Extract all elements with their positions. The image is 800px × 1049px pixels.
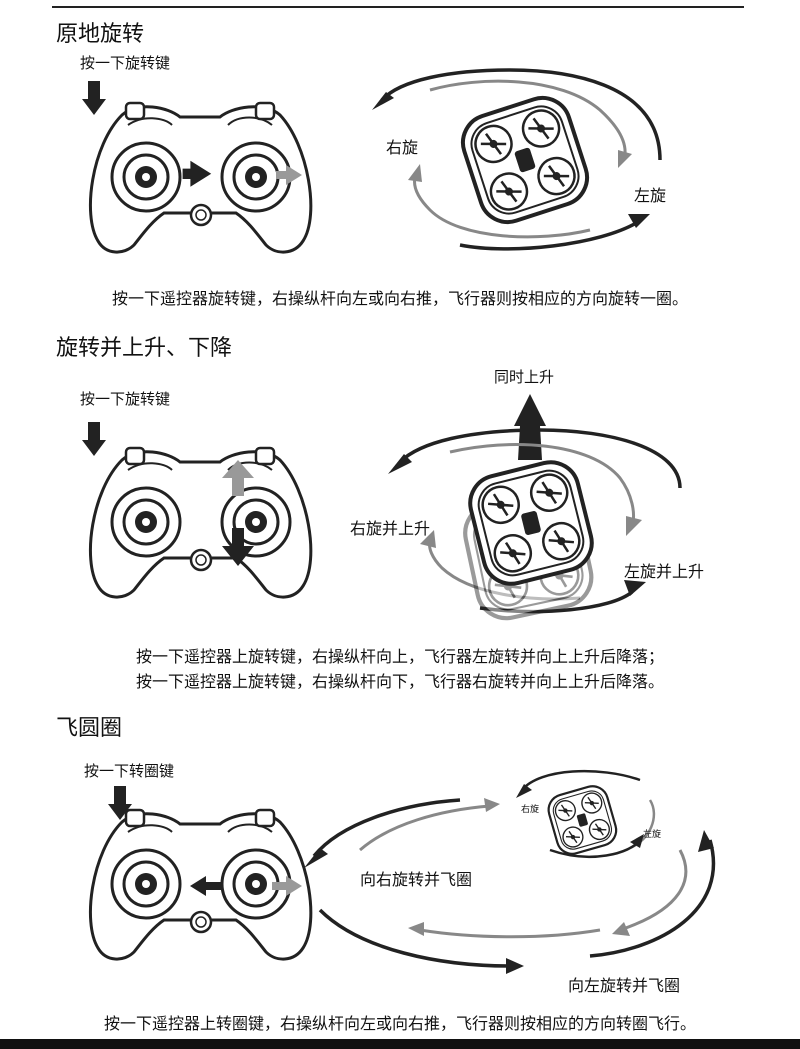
- section-title-fly-circle: 飞圆圈: [56, 716, 123, 741]
- bottom-bar: [0, 1039, 800, 1049]
- caption-spin-climb-left: 按一下遥控器上旋转键，右操纵杆向上，飞行器左旋转并向上上升后降落；: [135, 647, 664, 666]
- right-push-arrow-icon-3: [272, 876, 302, 896]
- caption-spin-climb-right: 按一下遥控器上旋转键，右操纵杆向下，飞行器右旋转并向上上升后降落。: [135, 672, 664, 691]
- section-title-spin-and-climb: 旋转并上升、下降: [56, 336, 233, 361]
- controller-illustration-2: [82, 422, 313, 599]
- rise-arrow-icon: [514, 394, 546, 460]
- controller-illustration-3: [88, 786, 313, 961]
- press-arrow-icon: [82, 81, 106, 115]
- left-spin-rise-label: 左旋并上升: [624, 562, 705, 581]
- controller-illustration: [82, 81, 313, 254]
- spin-diagram: [372, 68, 662, 251]
- down-push-arrow-icon: [222, 528, 254, 566]
- caption-spin-in-place: 按一下遥控器旋转键，右操纵杆向左或向右推，飞行器则按相应的方向旋转一圈。: [111, 289, 688, 308]
- left-push-arrow-icon: [182, 160, 212, 187]
- simultaneous-rise-label: 同时上升: [494, 368, 555, 386]
- circle-key-label: 按一下转圈键: [84, 762, 175, 780]
- spin-key-label-2: 按一下旋转键: [80, 390, 171, 408]
- fly-left-circle-label: 向左旋转并飞圈: [568, 976, 681, 995]
- small-left-spin-label: 左旋: [643, 830, 662, 840]
- left-push-arrow-icon-3: [190, 876, 222, 896]
- right-push-arrow-icon: [276, 165, 302, 185]
- press-arrow-icon-2: [82, 422, 106, 456]
- caption-fly-circle: 按一下遥控器上转圈键，右操纵杆向左或向右推，飞行器则按相应的方向转圈飞行。: [103, 1014, 696, 1033]
- spin-climb-diagram: [388, 394, 682, 628]
- left-spin-label: 左旋: [634, 186, 667, 205]
- right-spin-label: 右旋: [386, 138, 419, 157]
- fly-circle-diagram: [304, 769, 716, 974]
- top-divider: [52, 6, 744, 8]
- up-push-arrow-icon: [222, 460, 254, 496]
- right-spin-rise-label: 右旋并上升: [350, 519, 431, 538]
- section-title-spin-in-place: 原地旋转: [56, 22, 145, 47]
- small-right-spin-label: 右旋: [521, 805, 540, 815]
- spin-key-label: 按一下旋转键: [80, 54, 171, 72]
- fly-right-circle-label: 向右旋转并飞圈: [360, 870, 473, 889]
